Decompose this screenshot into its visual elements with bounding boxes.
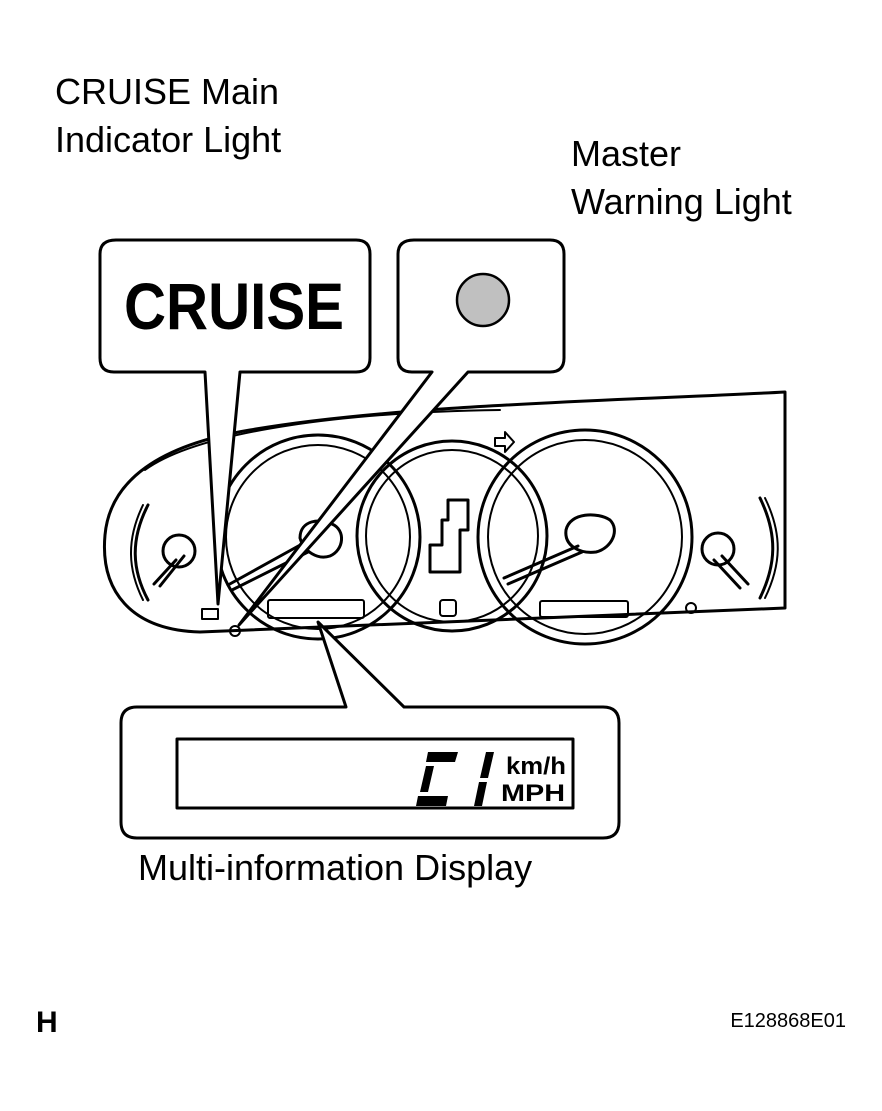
- figure-id: E128868E01: [730, 1010, 846, 1032]
- master-warning-label-line1: Master: [571, 133, 682, 174]
- corner-letter: H: [36, 1006, 58, 1039]
- master-warning-lamp-small: [229, 625, 241, 637]
- right-small-lamp: [685, 602, 697, 614]
- center-small-indicator: [439, 599, 457, 617]
- fuel-gauge-needle: [152, 554, 186, 588]
- cruise-main-label-line1: CRUISE Main: [55, 71, 280, 112]
- cluster-housing: [102, 390, 787, 634]
- multi-info-callout-balloon: [119, 620, 621, 840]
- left-outer-arc-2: [130, 504, 144, 601]
- master-warning-callout-balloon: [237, 238, 566, 627]
- cruise-main-indicator-lamp: [201, 608, 219, 620]
- right-odometer-window: [539, 600, 629, 618]
- unit-kmh: km/h: [506, 753, 566, 780]
- left-gauge-inner: [225, 444, 411, 630]
- multi-information-display-label: Multi-information Display: [138, 847, 533, 888]
- master-warning-label-line2: Warning Light: [571, 181, 792, 222]
- center-gauge-outer: [355, 439, 549, 633]
- multi-info-display-screen: [175, 737, 575, 810]
- cruise-main-label-line2: Indicator Light: [55, 119, 282, 160]
- right-gauge-inner: [487, 439, 683, 635]
- cruise-main-indicator-label: CRUISE Main Indicator Light: [55, 68, 281, 164]
- right-gauge-needle: [502, 544, 584, 586]
- temp-gauge-hub: [700, 531, 736, 567]
- unit-mph: MPH: [501, 780, 565, 807]
- turn-signal-arrow: [494, 431, 515, 453]
- right-outer-arc-2: [764, 497, 779, 599]
- shift-indicator: [428, 498, 470, 574]
- left-odometer-window: [267, 599, 365, 619]
- right-outer-arc: [758, 496, 775, 600]
- right-gauge-outer: [476, 428, 694, 646]
- master-warning-lamp-icon: [455, 272, 511, 328]
- cluster-housing-inner-ridge: [144, 409, 501, 471]
- left-outer-arc: [133, 503, 150, 602]
- display-code-text: C1: [0, 0, 2, 1]
- left-gauge-hub: [298, 519, 343, 559]
- center-gauge-inner: [365, 449, 539, 623]
- cruise-indicator-text: CRUISE: [124, 269, 344, 343]
- temp-gauge-needle: [712, 554, 750, 590]
- display-code-segments: [416, 752, 494, 806]
- cruise-callout-balloon: [98, 238, 372, 606]
- fuel-gauge-hub: [161, 533, 197, 569]
- master-warning-light-label: Master Warning Light: [571, 130, 792, 226]
